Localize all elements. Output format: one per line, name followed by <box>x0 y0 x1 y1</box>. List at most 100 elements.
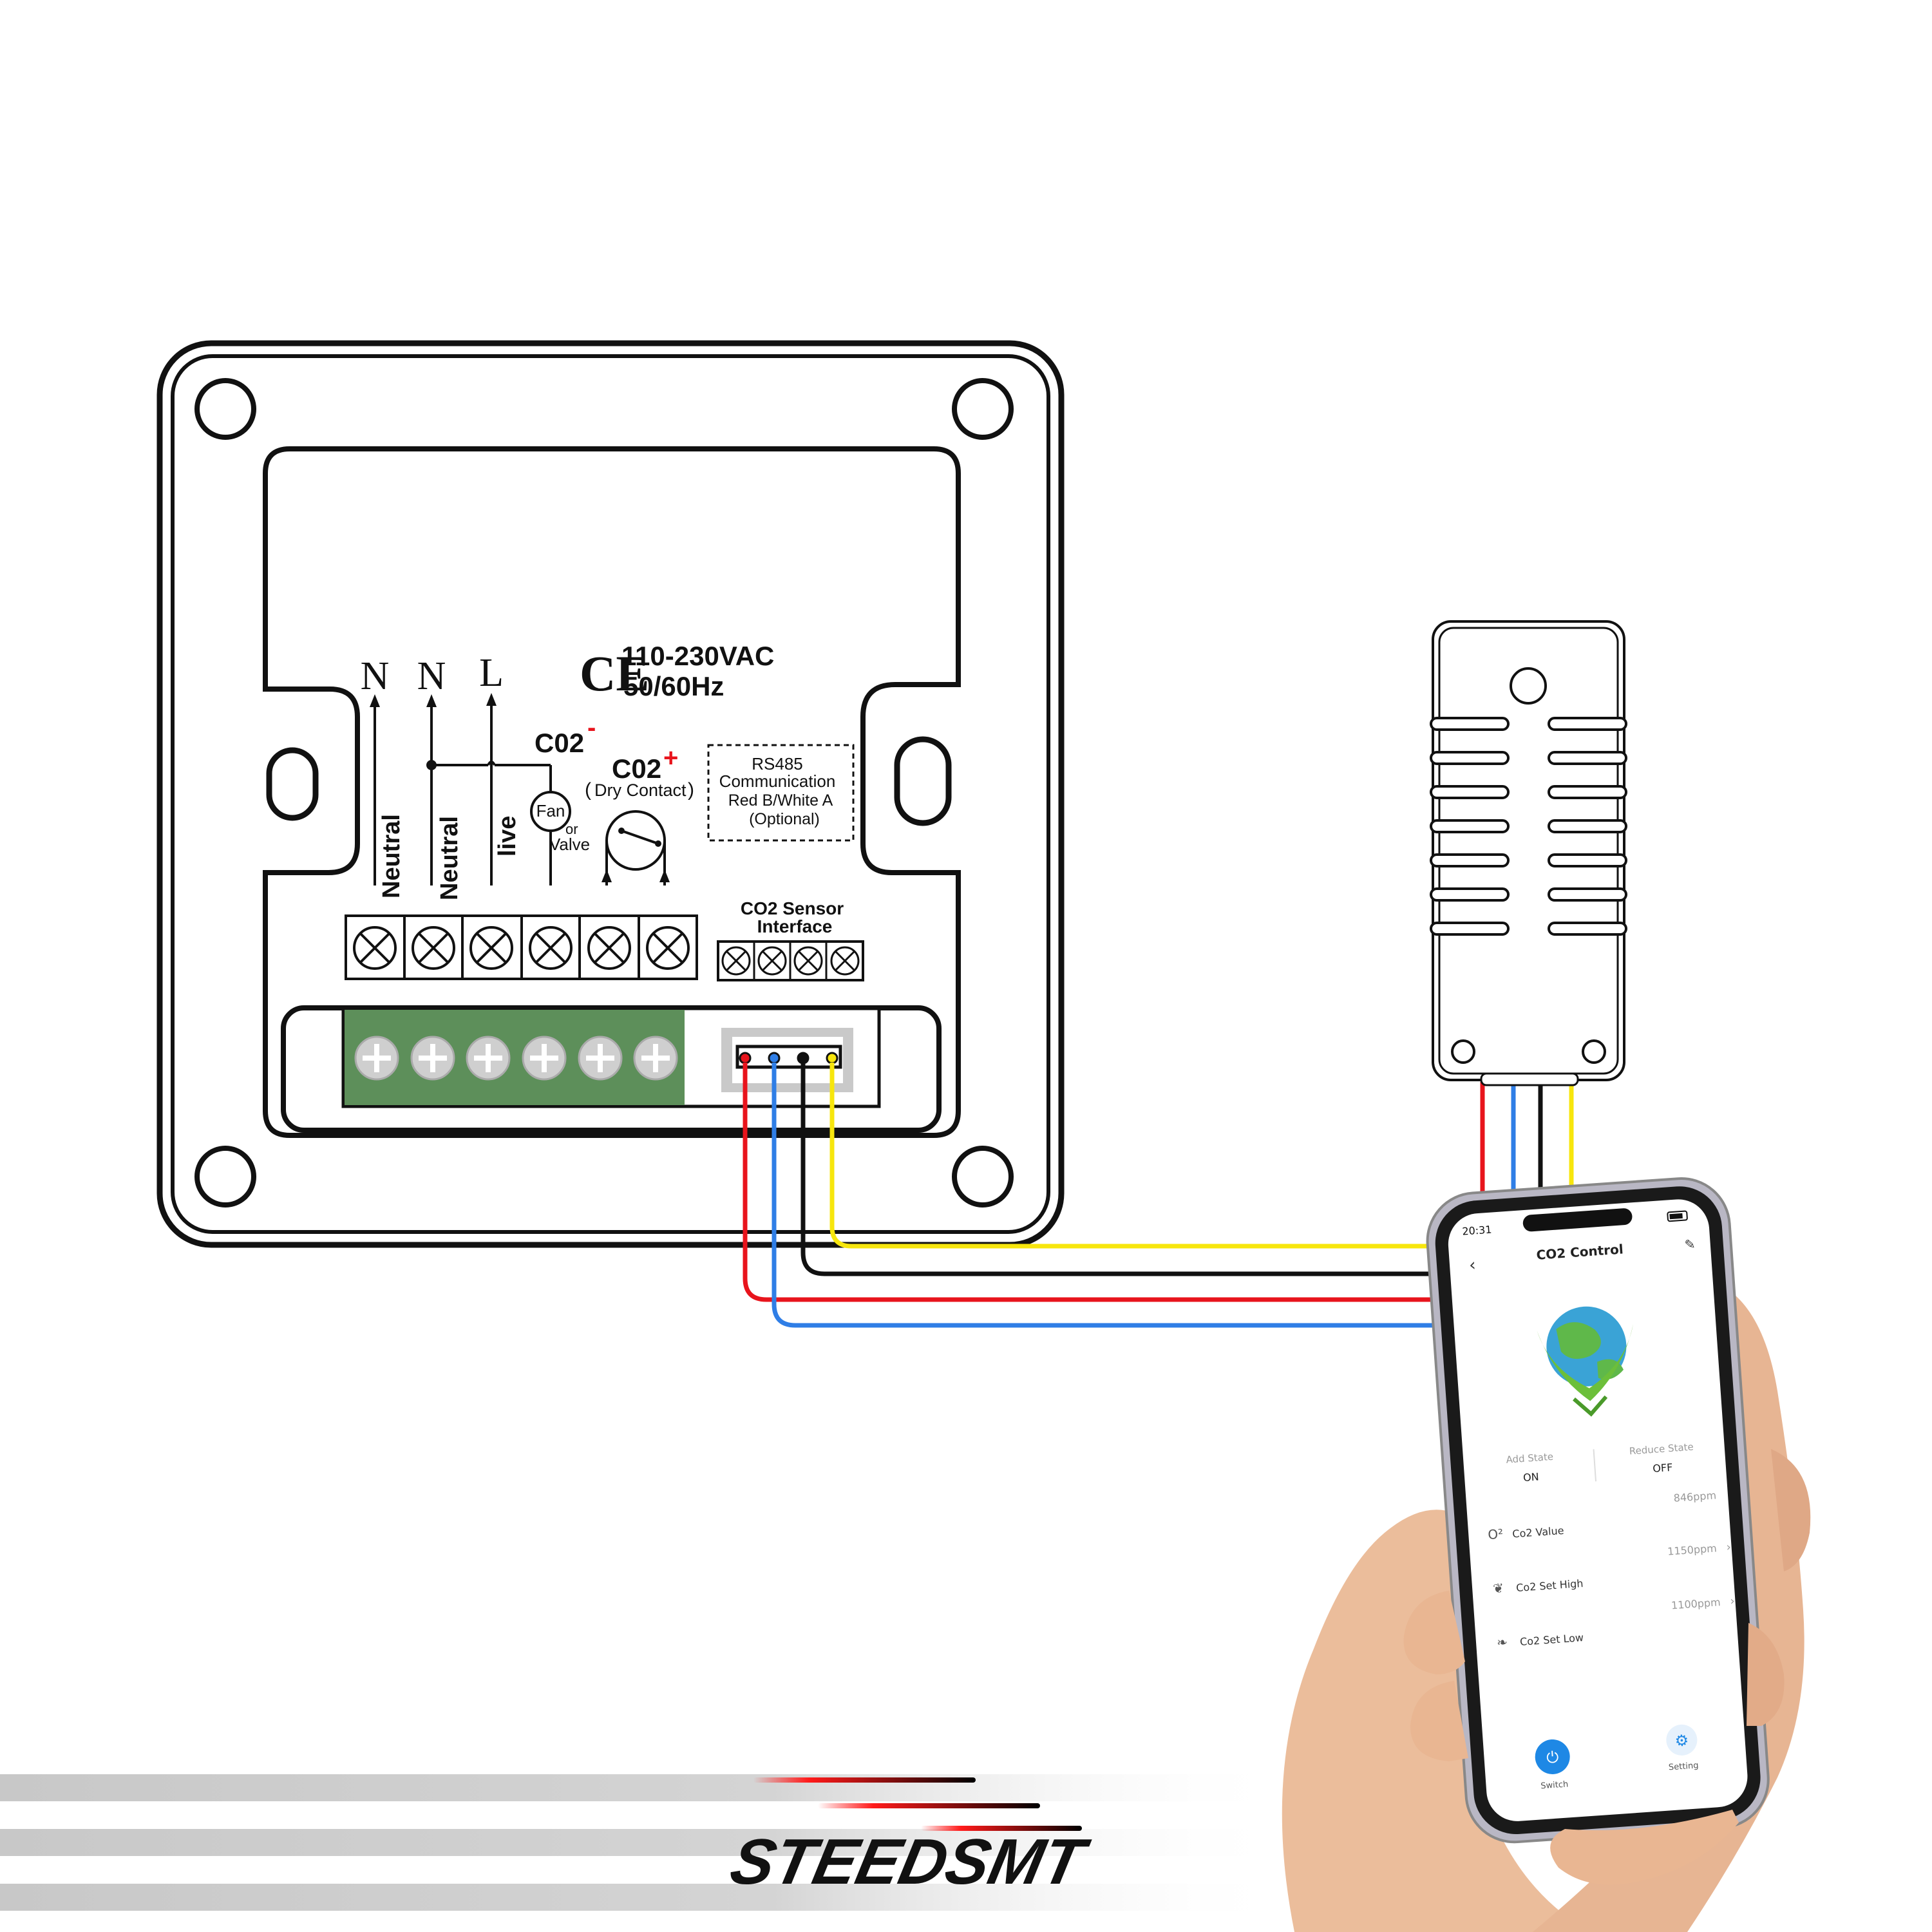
switch-button[interactable]: ⏻ Switch <box>1534 1738 1572 1792</box>
screw-hole-bottom-right <box>952 1146 1014 1208</box>
reduce-state-value: OFF <box>1653 1461 1673 1475</box>
side-label-live: live <box>494 816 521 857</box>
main-terminal-block <box>345 914 698 980</box>
blue-wire <box>772 1063 1452 1328</box>
arrow-icon <box>486 693 497 706</box>
hand-fingers <box>1403 1591 1785 1885</box>
rs485-line-1: RS485 <box>752 754 803 773</box>
setting-label: Setting <box>1669 1761 1699 1772</box>
co2-sensor-probe <box>1430 620 1627 1086</box>
dry-contact-label: Dry Contact <box>594 781 687 800</box>
voltage-label: 110-230VAC <box>621 641 774 671</box>
pin-red <box>739 1052 752 1065</box>
leaf-low-icon: ❧ <box>1496 1634 1508 1650</box>
phone-screen <box>1448 1199 1748 1821</box>
pin-yellow <box>826 1052 838 1065</box>
side-label-neutral-1: Neutral <box>378 814 405 898</box>
notch <box>1522 1208 1633 1232</box>
battery-icon <box>1667 1210 1688 1222</box>
arrow-icon <box>426 694 437 707</box>
brand-logo: STEEDSMT <box>724 1826 1095 1898</box>
fan-icon <box>530 791 571 832</box>
terminal-label-n1: N <box>361 654 390 698</box>
chevron-right-icon: › <box>1730 1595 1736 1608</box>
switch-label: Switch <box>1540 1779 1569 1791</box>
status-time: 20:31 <box>1462 1224 1492 1238</box>
leaf-icon: ❦ <box>1492 1580 1504 1596</box>
gear-icon: ⚙ <box>1674 1731 1689 1750</box>
terminal-screw-icon <box>353 926 397 970</box>
screw-hole-top-left <box>194 378 256 440</box>
junction-dot <box>426 760 437 770</box>
sensor-interface-line-1: CO2 Sensor <box>741 898 844 918</box>
chevron-right-icon: › <box>1726 1540 1732 1554</box>
red-wire <box>743 1063 1452 1302</box>
speed-line-2 <box>818 1803 1040 1808</box>
globe-logo-icon <box>1537 1306 1634 1417</box>
probe-hole <box>1510 667 1547 705</box>
back-icon[interactable]: ‹ <box>1468 1255 1476 1275</box>
sensor-interface-line-2: Interface <box>757 916 833 936</box>
terminal-screw-icon <box>793 942 828 980</box>
stripe-2 <box>0 1829 1288 1856</box>
internal-wiring <box>374 704 666 886</box>
rs485-line-3: Red B/White A <box>728 791 833 810</box>
pin-blue <box>768 1052 781 1065</box>
fan-label: Fan <box>536 801 565 820</box>
terminal-screw-icon <box>529 926 573 970</box>
rs485-box <box>707 744 855 842</box>
terminal-screw-icon <box>646 926 690 970</box>
paren-close: ) <box>688 779 694 800</box>
rs485-line-2: Communication <box>719 772 836 791</box>
backplate-inner-outline <box>171 354 1050 1234</box>
frequency-label: 50/60Hz <box>623 671 724 701</box>
stripe-1 <box>0 1774 1288 1801</box>
controller-backplate: CE 110-230VAC 50/60Hz N N L Neutral Neut… <box>156 340 1065 1248</box>
plus-screw-icon <box>466 1036 511 1081</box>
plus-screw-icon <box>354 1036 399 1081</box>
plus-sign: + <box>663 744 678 772</box>
screw-hole-top-right <box>952 378 1014 440</box>
speed-line-1 <box>753 1777 976 1783</box>
setting-button[interactable]: ⚙ Setting <box>1665 1723 1700 1772</box>
plus-screw-icon <box>522 1036 567 1081</box>
edit-icon[interactable]: ✎ <box>1684 1236 1696 1253</box>
co2-set-low-row[interactable]: ❧ Co2 Set Low 1100ppm › <box>1495 1595 1738 1651</box>
mount-slot-right <box>894 736 952 826</box>
add-state-label: Add State <box>1506 1451 1554 1466</box>
terminal-screw-icon <box>469 926 513 970</box>
state-divider <box>1593 1449 1597 1482</box>
pin-black <box>797 1052 810 1065</box>
co2-value-row: O² Co2 Value 846ppm <box>1488 1489 1717 1543</box>
sensor-cables <box>743 1063 1574 1328</box>
smartphone: 20:31 ‹ CO2 Control ✎ Add State ON Reduc… <box>1426 1177 1770 1844</box>
terminal-screw-icon <box>412 926 455 970</box>
add-state-value: ON <box>1522 1470 1539 1484</box>
mount-slot-left <box>266 747 319 821</box>
minus-sign: - <box>587 714 596 742</box>
yellow-wire <box>829 1063 1452 1249</box>
paren-open: ( <box>585 779 591 800</box>
plus-screw-icon <box>410 1036 455 1081</box>
relay-symbol <box>601 810 670 886</box>
terminal-screw-icon <box>587 926 631 970</box>
ce-mark: CE <box>580 645 649 701</box>
terminal-screw-icon <box>757 942 791 980</box>
vent-slots <box>1430 717 1627 936</box>
sensor-interface-terminal-block <box>717 940 864 981</box>
terminal-label-n2: N <box>417 654 446 698</box>
terminal-screws <box>354 1036 678 1081</box>
stripe-3 <box>0 1884 1288 1911</box>
plus-screw-icon <box>578 1036 623 1081</box>
brand-footer: STEEDSMT <box>0 1774 1288 1911</box>
screw-hole-bottom-left <box>194 1146 256 1208</box>
rs485-line-4: (Optional) <box>749 810 820 828</box>
speed-line-3 <box>921 1826 1082 1831</box>
terminal-label-l: L <box>479 651 504 695</box>
terminal-screw-icon <box>721 942 755 980</box>
green-terminal-block <box>345 1010 685 1105</box>
co2-minus-label: C02 <box>535 728 584 758</box>
terminal-screw-icon <box>830 942 864 980</box>
co2-icon: O² <box>1488 1526 1504 1543</box>
